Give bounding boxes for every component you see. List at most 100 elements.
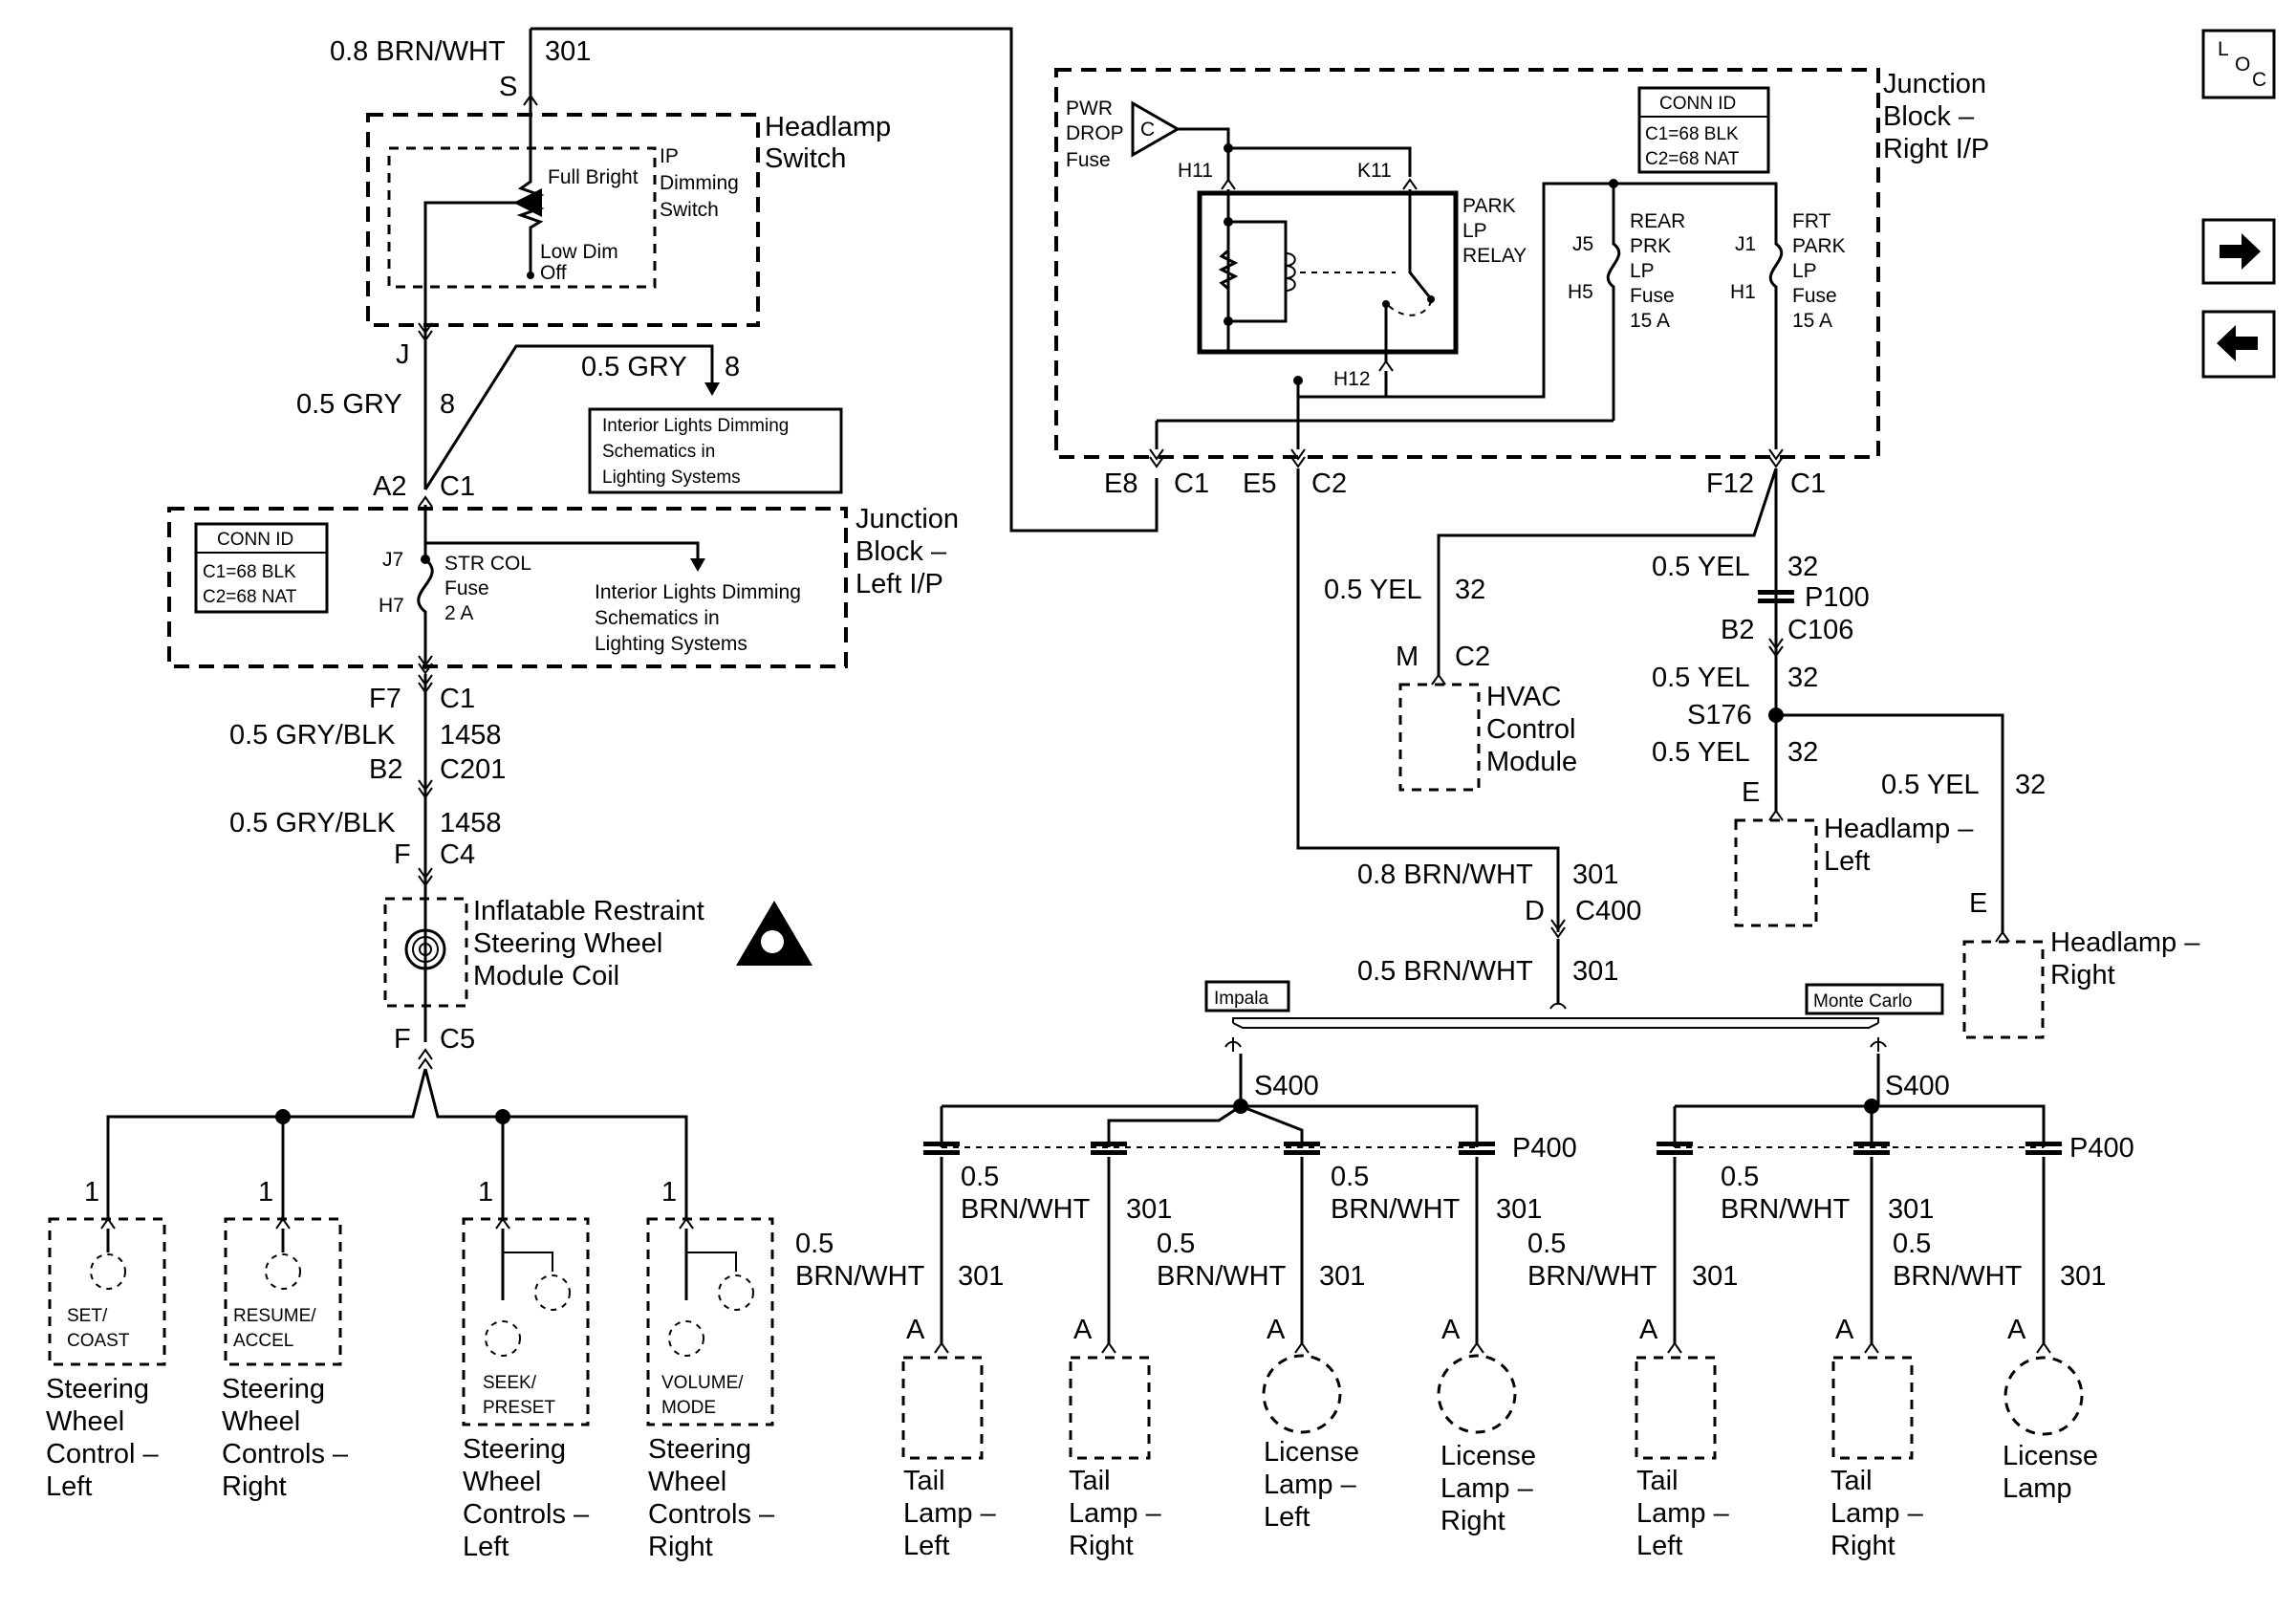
lamp-pin: A — [1073, 1315, 1093, 1345]
location-button[interactable]: L O C — [2201, 29, 2276, 99]
chain-c201: C201 — [440, 754, 506, 785]
control-switch-1: VOLUME/ — [661, 1373, 744, 1393]
front-circuit-3: 32 — [1787, 737, 1818, 768]
front-gauge-3: 0.5 YEL — [1652, 737, 1750, 768]
str-col-fuse-label-3: 2 A — [444, 602, 473, 624]
lamp-gauge-2: BRN/WHT — [1157, 1261, 1287, 1292]
jb-right-e8: E8 — [1104, 468, 1137, 499]
coil-label-2: Steering Wheel — [473, 928, 662, 959]
frt-fuse-2: PARK — [1792, 235, 1846, 257]
control-name-3: Controls – — [648, 1499, 775, 1530]
pwr-drop-fuse-2: DROP — [1066, 122, 1124, 144]
ip-dimming-label-2: Dimming — [660, 172, 739, 194]
front-circuit-1: 32 — [1787, 552, 1818, 582]
lamp-gauge: 0.5 — [795, 1229, 834, 1259]
control-pin: 1 — [84, 1177, 99, 1208]
jb-left-title-2: Block – — [856, 536, 947, 567]
chain-c4: C4 — [440, 839, 475, 870]
jb-left-ref-3: Lighting Systems — [595, 633, 747, 655]
pwr-drop-fuse-1: PWR — [1066, 98, 1113, 120]
rear-fuse-5: 15 A — [1630, 310, 1670, 332]
chain-circuit-2: 1458 — [440, 808, 502, 838]
top-wire-pin: S — [499, 72, 517, 102]
steering-control-2: 1 SEEK/ PRESET Steering Wheel Controls –… — [462, 1177, 590, 1562]
headlamp-left-2: Left — [1824, 846, 1870, 877]
headlamp-left-1: Headlamp – — [1824, 814, 1974, 844]
chain-f: F — [394, 839, 411, 870]
rear-gauge-2: 0.5 BRN/WHT — [1357, 956, 1533, 987]
control-pin: 1 — [258, 1177, 273, 1208]
lamp-gauge: 0.5 — [1721, 1162, 1759, 1192]
left-arrow-icon — [2217, 325, 2258, 361]
rear-fuse-3: LP — [1630, 260, 1655, 282]
lamp-name-2: Lamp – — [1069, 1498, 1162, 1529]
jb-right-c2: C2=68 NAT — [1645, 149, 1740, 169]
lamp-circuit: 301 — [1319, 1261, 1365, 1292]
hvac-circuit: 32 — [1455, 575, 1485, 605]
frt-fuse-4: Fuse — [1792, 285, 1837, 307]
jb-right-conn-id: CONN ID — [1659, 94, 1736, 114]
control-name-2: Wheel — [46, 1406, 124, 1437]
rear-fuse-j5: J5 — [1572, 233, 1593, 255]
chain-gauge-1: 0.5 GRY/BLK — [229, 720, 396, 751]
front-gauge-1: 0.5 YEL — [1652, 552, 1750, 582]
rear-lamp-0: 0.5 BRN/WHT 301 A Tail Lamp – Left — [795, 1157, 1004, 1561]
rear-fuse-h5: H5 — [1568, 281, 1593, 303]
lamp-circuit: 301 — [2060, 1261, 2106, 1292]
chain-f5: F — [394, 1024, 411, 1055]
interior-lights-reference[interactable]: Interior Lights Dimming Schematics in Li… — [588, 407, 843, 494]
lamp-pin: A — [1267, 1315, 1286, 1345]
interior-ref-line-2: Schematics in — [602, 442, 715, 462]
steering-control-1: 1 RESUME/ ACCEL Steering Wheel Controls … — [222, 1177, 349, 1502]
lamp-name-1: Tail — [1636, 1466, 1679, 1496]
rear-fuse-4: Fuse — [1630, 285, 1675, 307]
next-page-button[interactable] — [2201, 218, 2276, 285]
jb-right-f12: F12 — [1706, 468, 1754, 499]
control-name-4: Right — [222, 1471, 287, 1502]
headlamp-switch-pin-j: J — [396, 339, 410, 370]
gry-branch-circuit: 8 — [725, 352, 740, 382]
headlamp-switch: Headlamp Switch IP Dimming Switch Full B… — [366, 103, 891, 370]
jb-left-title-1: Junction — [856, 504, 959, 534]
lamp-name-3: Left — [903, 1531, 949, 1561]
loc-letter-l: L — [2218, 38, 2229, 60]
lamp-name-1: Tail — [1069, 1466, 1111, 1496]
previous-page-button[interactable] — [2201, 310, 2276, 379]
hvac-name-1: HVAC — [1486, 682, 1561, 712]
gry-wires: 0.5 GRY 8 0.5 GRY 8 — [296, 340, 740, 490]
lamp-gauge-2: BRN/WHT — [1893, 1261, 2023, 1292]
rear-lamp-3: 0.5 BRN/WHT 301 A License Lamp – Right — [1331, 1157, 1542, 1536]
frt-fuse-j1: J1 — [1735, 233, 1756, 255]
low-dim-label: Low Dim — [540, 241, 618, 263]
control-switch-2: MODE — [661, 1398, 716, 1418]
control-name-3: Control – — [46, 1439, 160, 1469]
front-c106: C106 — [1787, 615, 1853, 645]
lamp-name-2: Lamp – — [1264, 1469, 1357, 1500]
lamp-name-2: Lamp – — [1636, 1498, 1730, 1529]
hvac-gauge: 0.5 YEL — [1324, 575, 1422, 605]
jb-left-title-3: Left I/P — [856, 569, 943, 599]
rear-fuse-2: PRK — [1630, 235, 1671, 257]
lamp-circuit: 301 — [1692, 1261, 1738, 1292]
jb-left-ref-1: Interior Lights Dimming — [595, 581, 801, 603]
lamp-circuit: 301 — [1496, 1194, 1542, 1225]
lamp-name-1: License — [1440, 1441, 1536, 1471]
jb-left-h7: H7 — [379, 595, 404, 617]
ip-dimming-label-3: Switch — [660, 199, 719, 221]
front-circuit-4: 32 — [2015, 770, 2046, 800]
control-name-3: Controls – — [463, 1499, 590, 1530]
park-relay-label-2: LP — [1462, 220, 1487, 242]
p400-impala: P400 — [1512, 1133, 1577, 1164]
lamp-name-2: Lamp – — [903, 1498, 997, 1529]
rear-lamp-5: 0.5 BRN/WHT 301 A Tail Lamp – Right — [1721, 1157, 1934, 1561]
junction-block-left: A2 C1 CONN ID C1=68 BLK C2=68 NAT Juncti… — [167, 471, 959, 674]
lamp-name-1: Tail — [903, 1466, 945, 1496]
lamp-pin: A — [906, 1315, 925, 1345]
rear-fuse-1: REAR — [1630, 210, 1685, 232]
lamp-gauge-2: BRN/WHT — [1527, 1261, 1657, 1292]
coil-label-3: Module Coil — [473, 961, 619, 991]
lamp-name-1: License — [2003, 1441, 2098, 1471]
jb-right-e8-c1: C1 — [1174, 468, 1209, 499]
headlamp-right-1: Headlamp – — [2050, 927, 2200, 958]
